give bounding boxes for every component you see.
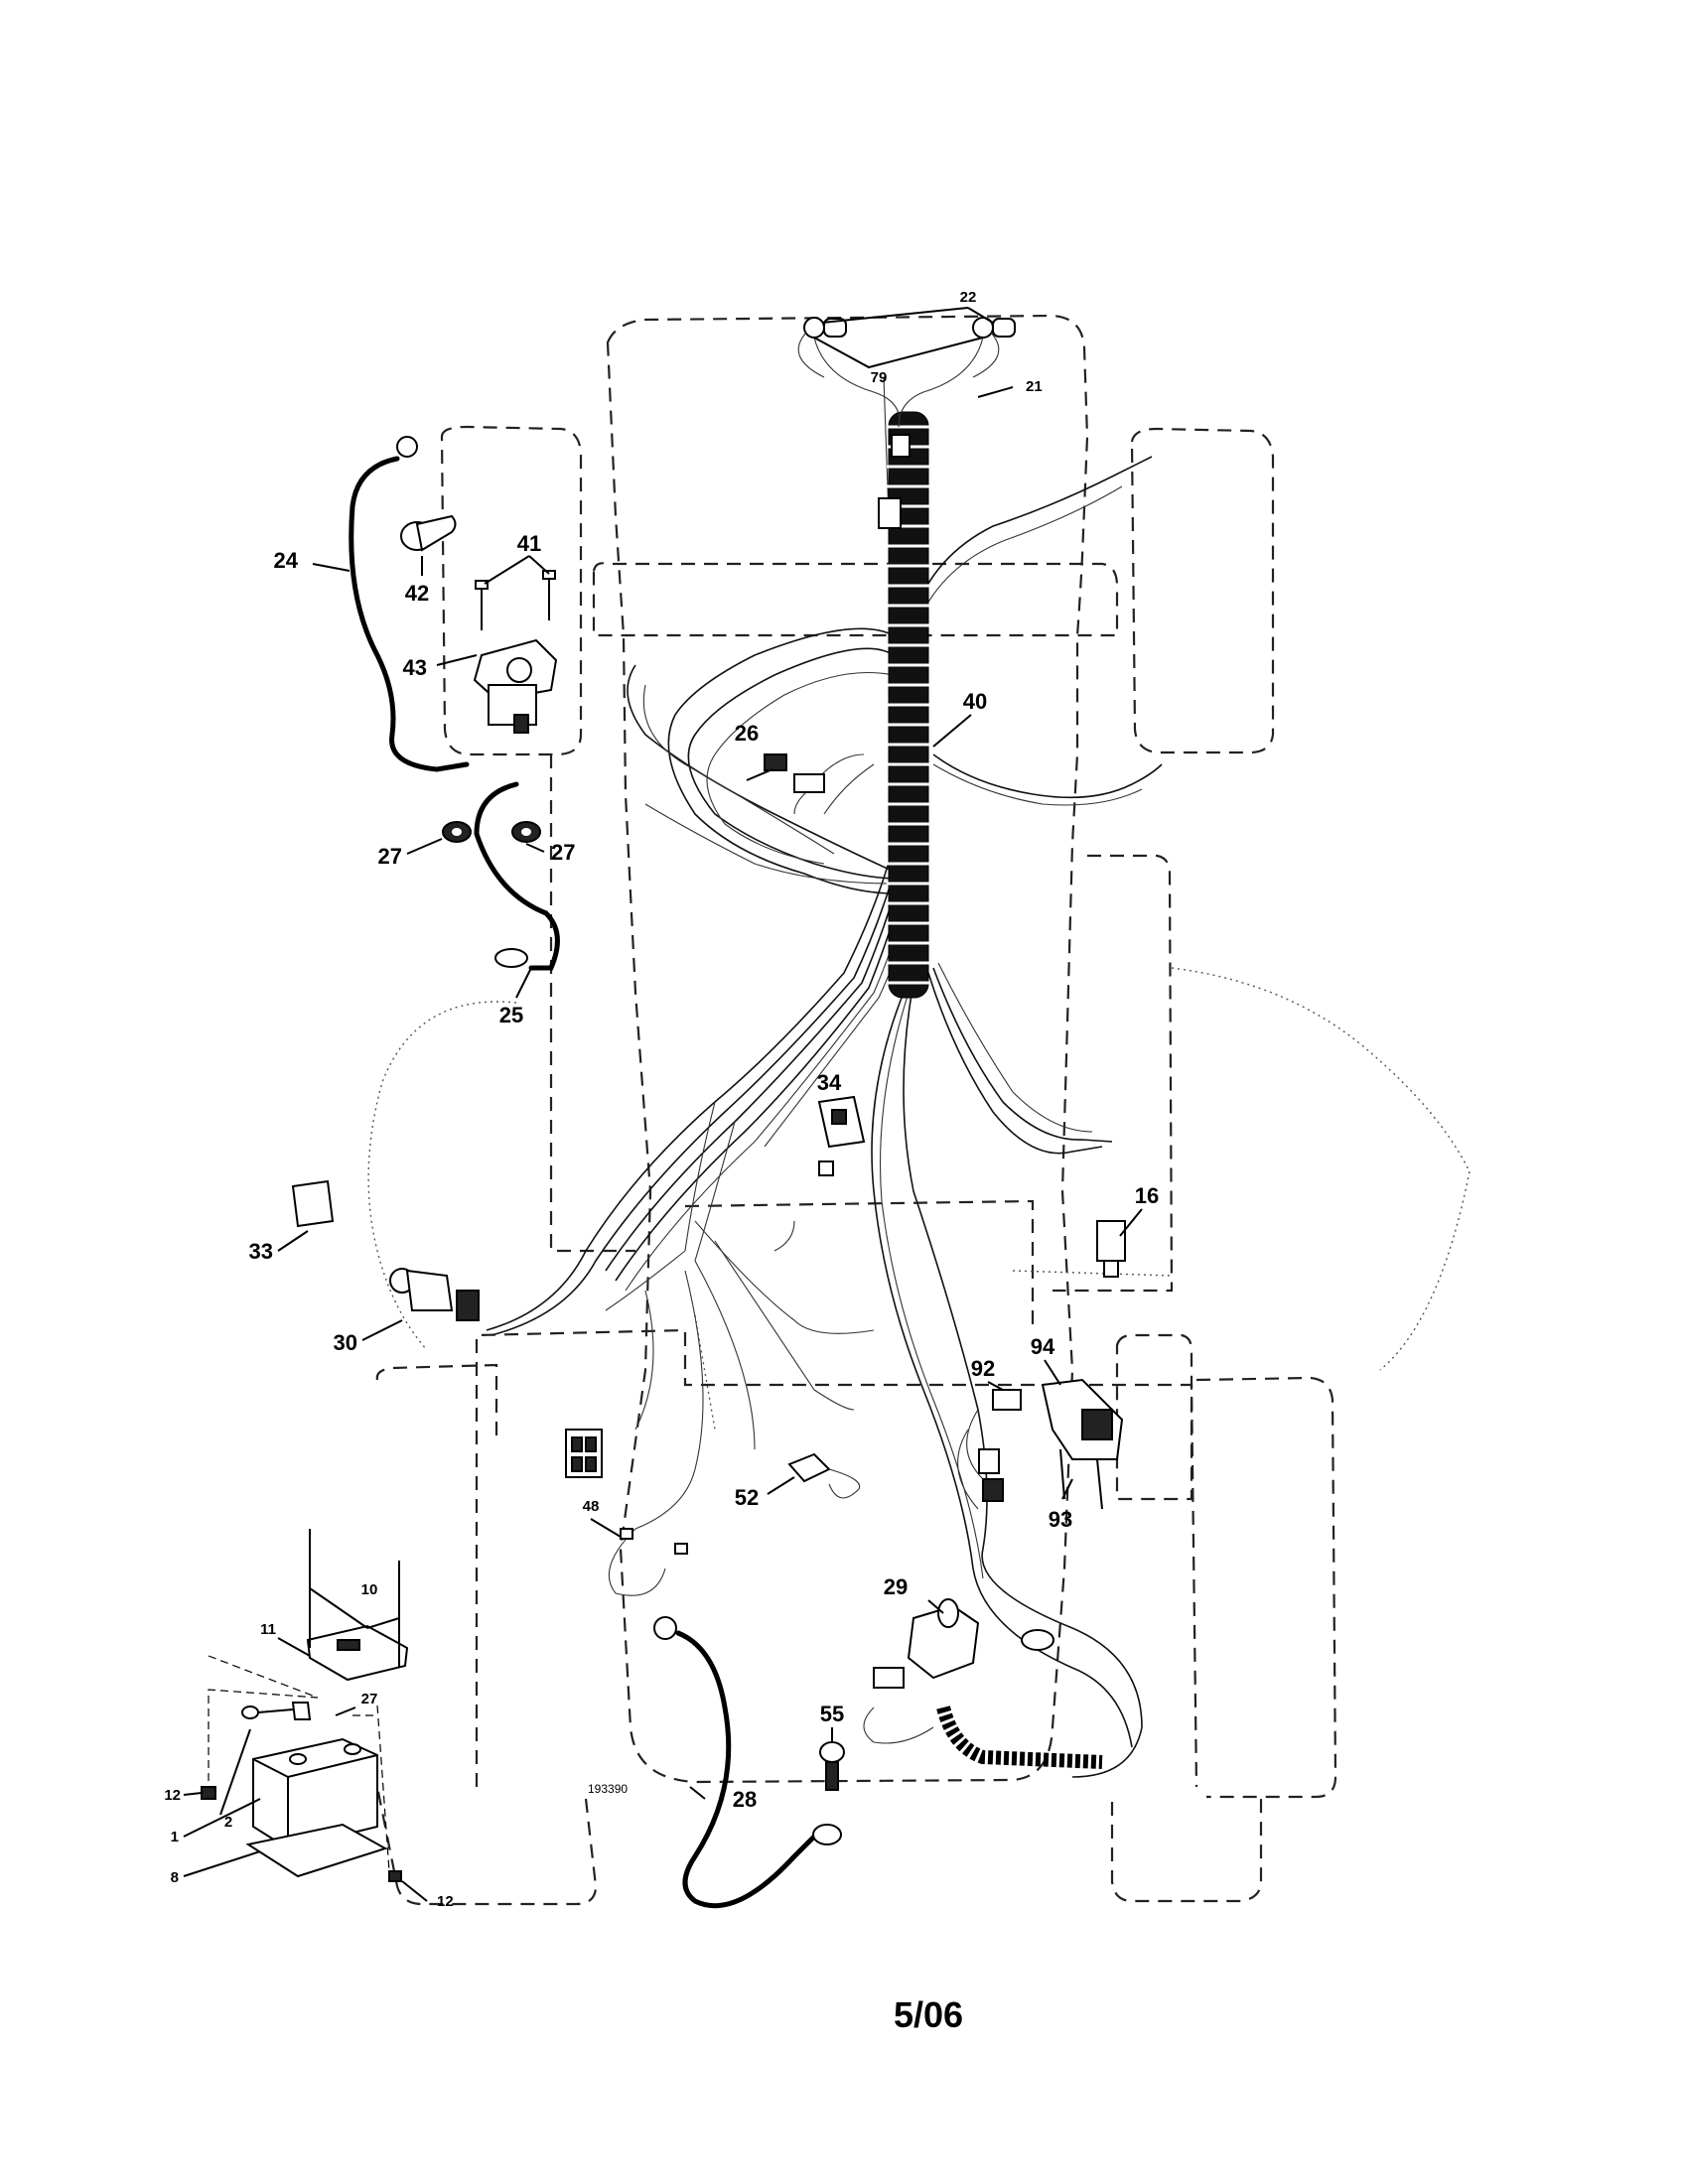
battery-part-1 <box>252 1737 378 1850</box>
battery-tray-part-8 <box>245 1823 388 1878</box>
callout-27-left: 27 <box>378 844 402 869</box>
callout-8: 8 <box>171 1869 179 1886</box>
callout-12-left: 12 <box>164 1787 181 1804</box>
conduit-part-40 <box>887 411 930 999</box>
diode-part-33 <box>291 1179 335 1228</box>
dashed-guides <box>208 1655 390 1872</box>
callout-10: 10 <box>361 1581 378 1598</box>
callout-25: 25 <box>499 1003 523 1027</box>
battery-cable-part-24 <box>349 436 470 772</box>
callout-94: 94 <box>1031 1334 1055 1359</box>
solenoid-part-43 <box>473 638 558 734</box>
callout-34: 34 <box>817 1070 842 1095</box>
callout-93: 93 <box>1049 1507 1072 1532</box>
ground-cable-part-28 <box>653 1616 842 1909</box>
callout-11: 11 <box>260 1621 276 1638</box>
callout-27-right: 27 <box>551 840 575 865</box>
boot-part-42 <box>400 514 457 552</box>
battery-bolts <box>201 1702 402 1882</box>
switch-part-34 <box>817 1095 866 1176</box>
switch-bracket-part-94 <box>1041 1378 1124 1460</box>
harness-bundle <box>486 376 1163 1778</box>
headlight-assembly <box>797 317 1016 529</box>
nuts-part-27 <box>442 821 541 843</box>
callout-55: 55 <box>820 1702 844 1726</box>
callout-41: 41 <box>517 531 541 556</box>
drawing-number: 193390 <box>588 1782 628 1796</box>
callout-22: 22 <box>960 289 977 306</box>
callout-27-battery: 27 <box>361 1691 378 1707</box>
screws-part-41 <box>475 570 556 630</box>
callout-40: 40 <box>963 689 987 714</box>
callout-30: 30 <box>334 1330 357 1355</box>
leader-lines <box>183 307 1143 1902</box>
relay-part-16 <box>1096 1220 1126 1278</box>
bolt-part-55 <box>819 1741 845 1791</box>
plug-connector <box>565 1429 603 1478</box>
callout-48: 48 <box>583 1498 600 1515</box>
callout-1: 1 <box>171 1829 179 1845</box>
pto-switch-part-29 <box>873 1598 1054 1689</box>
callout-16: 16 <box>1135 1183 1159 1208</box>
callout-43: 43 <box>403 655 427 680</box>
callout-92: 92 <box>971 1356 995 1381</box>
callout-42: 42 <box>405 581 429 606</box>
ignition-switch-part-30 <box>389 1268 480 1321</box>
callout-labels: 22 79 21 24 41 42 43 40 26 27 27 25 34 1… <box>164 289 1159 1910</box>
coiled-cable-part-29 <box>863 1706 1103 1769</box>
callout-12-right: 12 <box>437 1893 454 1910</box>
fuse-holder-part-26 <box>764 753 825 793</box>
switch-part-52 <box>787 1452 861 1499</box>
screws-part-93 <box>1059 1448 1103 1510</box>
callout-33: 33 <box>249 1239 273 1264</box>
callout-52: 52 <box>735 1485 759 1510</box>
connector-part-48 <box>608 1528 688 1596</box>
callout-24: 24 <box>274 548 299 573</box>
battery-cable-part-25 <box>474 781 560 971</box>
tractor-outline <box>375 314 1337 1906</box>
hold-down-part-11 <box>306 1624 409 1682</box>
callout-79: 79 <box>871 369 888 386</box>
callout-2: 2 <box>224 1814 232 1831</box>
callout-29: 29 <box>884 1574 908 1599</box>
callout-26: 26 <box>735 721 759 746</box>
connector-part-21 <box>891 434 911 458</box>
connector-part-92 <box>978 1389 1022 1502</box>
callout-21: 21 <box>1026 378 1043 395</box>
page-date: 5/06 <box>894 1994 963 2035</box>
callout-28: 28 <box>733 1787 757 1812</box>
